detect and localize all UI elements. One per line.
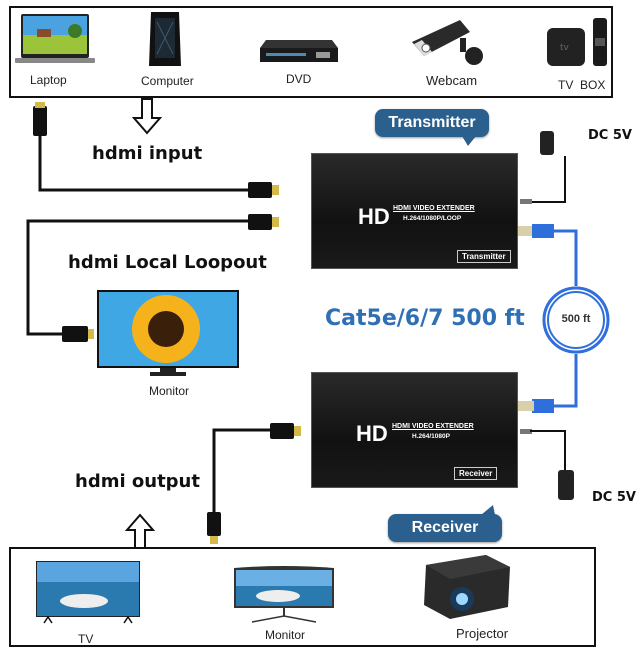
transmitter-tag: Transmitter [457,250,511,263]
arrow-down-icon [131,98,163,136]
receiver-bubble-tail [481,505,495,515]
loopout-monitor-icon [96,289,240,379]
projector-label: Projector [456,626,509,641]
tv-icon [34,559,142,625]
transmitter-bubble-tail [462,136,476,146]
hdmi-output-label: hdmi output [75,471,200,492]
dc-bottom-label: DC 5V [592,490,636,505]
power-cable-bottom [520,429,574,500]
receiver-hd-logo: HD [356,421,388,446]
tv-label: TV [78,632,94,646]
receiver-title: HDMI VIDEO EXTENDER [392,423,474,430]
monitor-label: Monitor [265,628,306,642]
hdmi-loopout-label: hdmi Local Loopout [68,252,267,273]
svg-text:tv: tv [560,43,570,53]
loopout-monitor-label: Monitor [149,384,190,398]
network-cable [516,224,610,413]
laptop-label: Laptop [30,73,67,87]
receiver-bubble: Receiver [388,514,502,542]
transmitter-bubble: Transmitter [375,109,489,137]
projector-icon [420,553,512,623]
transmitter-hd-logo: HD [358,204,390,229]
computer-tower-icon [145,8,185,68]
hdmi-output-cable [207,423,301,544]
computer-label: Computer [141,74,194,88]
webcam-icon [410,18,492,66]
receiver-subtitle: H.264/1080P [412,433,450,440]
dc-top-label: DC 5V [588,128,632,143]
dvd-player-icon [258,38,338,64]
transmitter-subtitle: H.264/1080P/LOOP [403,215,462,222]
hdmi-loopout-cable [26,214,279,342]
receiver-device: HD HDMI VIDEO EXTENDER H.264/1080P Recei… [311,372,518,488]
tv-box-label: TV BOX [558,78,606,92]
cable-spec-label: Cat5e/6/7 500 ft [325,306,525,331]
coil-length-label: 500 ft [561,313,591,325]
transmitter-device: HD HDMI VIDEO EXTENDER H.264/1080P/LOOP … [311,153,518,269]
webcam-label: Webcam [426,73,478,88]
laptop-icon [15,13,95,65]
hdmi-input-cable [33,102,279,198]
power-cable-top [520,131,566,204]
dvd-label: DVD [286,72,312,86]
tv-box-icon: tv [545,16,615,68]
hdmi-input-label: hdmi input [92,143,203,164]
receiver-tag: Receiver [454,467,498,480]
arrow-up-icon [124,513,156,549]
monitor-icon [232,562,336,624]
transmitter-title: HDMI VIDEO EXTENDER [393,205,475,212]
